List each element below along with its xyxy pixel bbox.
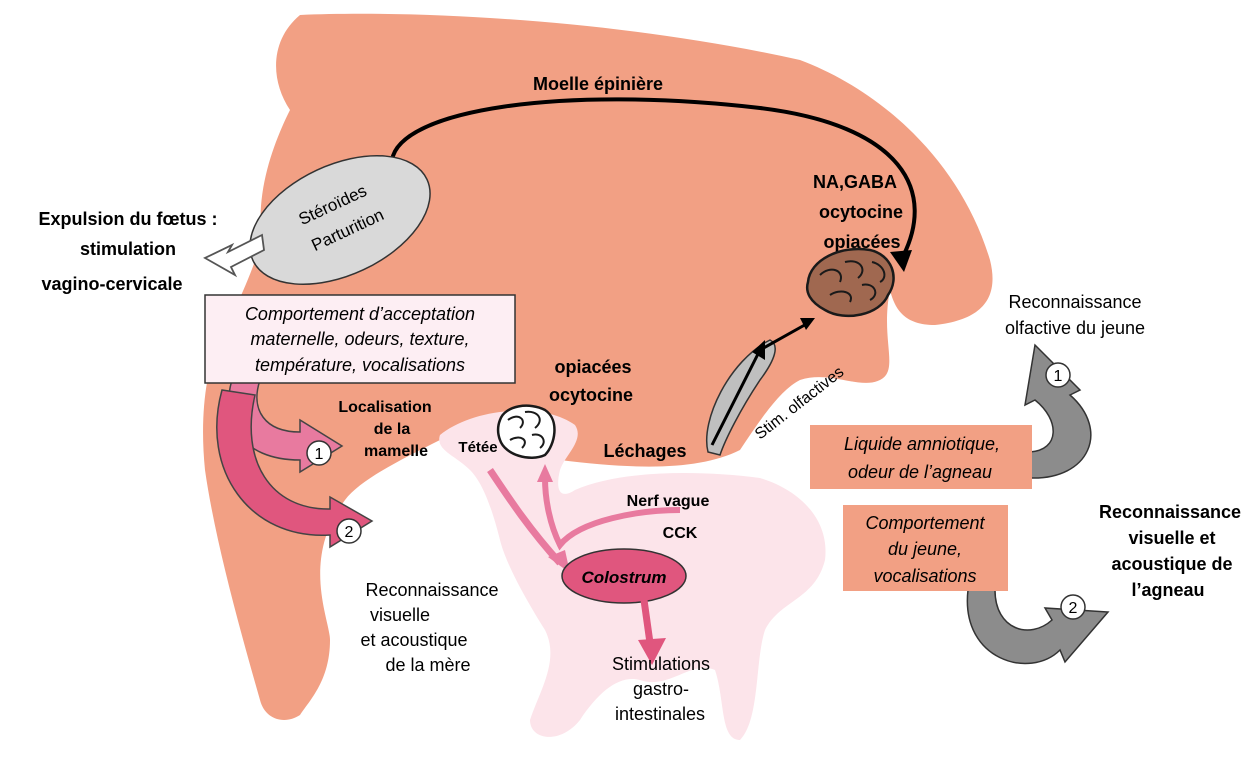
reco-mere-line1: Reconnaissance bbox=[365, 580, 498, 600]
reco-vis-line1: Reconnaissance bbox=[1099, 502, 1241, 522]
num-2-right: 2 bbox=[1069, 600, 1078, 617]
comportement-jeune-line2: du jeune, bbox=[888, 539, 962, 559]
reco-vis-line3: acoustique de bbox=[1111, 554, 1232, 574]
moelle-label: Moelle épinière bbox=[533, 74, 663, 94]
colostrum-label: Colostrum bbox=[582, 568, 667, 587]
tetee-label: Tétée bbox=[458, 439, 497, 456]
acceptation-line3: température, vocalisations bbox=[255, 355, 465, 375]
reco-olf-line2: olfactive du jeune bbox=[1005, 318, 1145, 338]
liquide-line2: odeur de l’agneau bbox=[848, 462, 992, 482]
num-1-left: 1 bbox=[315, 446, 324, 463]
ocytocine-brain-label: ocytocine bbox=[819, 202, 903, 222]
cck-label: CCK bbox=[663, 525, 698, 542]
stim-gastro-line3: intestinales bbox=[615, 704, 705, 724]
acceptation-line1: Comportement d’acceptation bbox=[245, 304, 475, 324]
reco-mere-line4: de la mère bbox=[385, 655, 470, 675]
opiacees-lamb-label: opiacées bbox=[554, 357, 631, 377]
expulsion-line3: vagino-cervicale bbox=[41, 274, 182, 294]
reco-mere-line3: et acoustique bbox=[360, 630, 467, 650]
na-gaba-label: NA,GABA bbox=[813, 172, 897, 192]
lamb-brain-icon bbox=[498, 406, 554, 458]
localisation-line1: Localisation bbox=[338, 399, 431, 416]
reco-vis-line4: l’agneau bbox=[1131, 580, 1204, 600]
expulsion-line2: stimulation bbox=[80, 239, 176, 259]
stim-gastro-line1: Stimulations bbox=[612, 654, 710, 674]
stim-gastro-line2: gastro- bbox=[633, 679, 689, 699]
lechages-label: Léchages bbox=[603, 441, 686, 461]
reco-olf-line1: Reconnaissance bbox=[1008, 292, 1141, 312]
comportement-jeune-line3: vocalisations bbox=[873, 566, 976, 586]
grey-curve-arrow-2 bbox=[967, 590, 1108, 664]
localisation-line3: mamelle bbox=[364, 443, 428, 460]
num-2-left: 2 bbox=[345, 524, 354, 541]
acceptation-line2: maternelle, odeurs, texture, bbox=[250, 329, 469, 349]
expulsion-line1: Expulsion du fœtus : bbox=[39, 209, 218, 229]
reco-vis-line2: visuelle et bbox=[1128, 528, 1215, 548]
ocytocine-lamb-label: ocytocine bbox=[549, 385, 633, 405]
nerf-vague-label: Nerf vague bbox=[627, 493, 710, 510]
liquide-line1: Liquide amniotique, bbox=[844, 434, 1000, 454]
localisation-line2: de la bbox=[374, 421, 411, 438]
reco-mere-line2: visuelle bbox=[370, 605, 430, 625]
comportement-jeune-line1: Comportement bbox=[865, 513, 985, 533]
num-1-right: 1 bbox=[1054, 368, 1063, 385]
